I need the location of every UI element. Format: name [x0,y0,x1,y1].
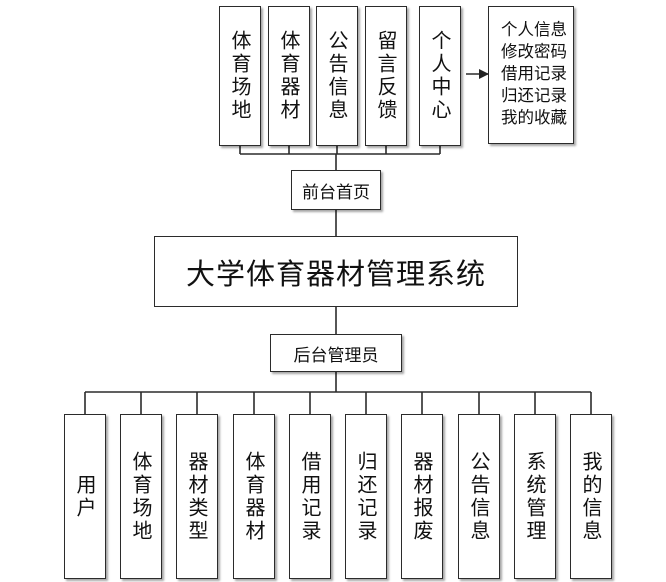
front-module-label: 个人中心 [428,30,452,122]
back-module-label: 用户 [73,473,97,520]
backend-admin-text: 后台管理员 [293,345,379,366]
front-module-label: 体育器材 [277,30,301,122]
personal-center-item: 个人信息 [501,20,567,39]
front-module-label: 公告信息 [325,30,349,122]
personal-center-item: 借用记录 [501,64,567,83]
personal-center-items: 个人信息 修改密码 借用记录 归还记录 我的收藏 [488,6,574,144]
personal-center-item: 我的收藏 [501,108,567,127]
personal-center-item: 修改密码 [501,42,567,61]
back-module-system-management: 系统管理 [514,414,556,579]
back-module-return-records: 归还记录 [345,414,387,579]
system-title-box: 大学体育器材管理系统 [154,236,518,307]
back-module-label: 归还记录 [354,450,378,543]
system-title: 大学体育器材管理系统 [185,256,486,291]
back-module-label: 器材报废 [410,450,434,543]
front-module-label: 留言反馈 [374,30,398,122]
back-module-label: 体育场地 [129,450,153,543]
front-module-feedback: 留言反馈 [365,6,407,146]
front-module-announcements: 公告信息 [316,6,358,146]
back-module-users: 用户 [64,414,106,579]
back-module-sports-venue: 体育场地 [120,414,162,579]
front-module-personal-center: 个人中心 [419,6,461,146]
front-module-sports-equipment: 体育器材 [268,6,310,146]
back-module-label: 系统管理 [523,450,547,543]
front-module-label: 体育场地 [228,30,252,122]
back-module-equipment-scrap: 器材报废 [401,414,443,579]
back-module-sports-equipment: 体育器材 [233,414,275,579]
front-home-label: 前台首页 [291,170,381,210]
front-module-sports-venue: 体育场地 [219,6,261,146]
backend-admin-label: 后台管理员 [270,334,402,372]
back-module-announcements: 公告信息 [458,414,500,579]
back-module-label: 借用记录 [298,450,322,543]
personal-center-item: 归还记录 [501,86,567,105]
back-module-my-info: 我的信息 [570,414,612,579]
back-module-equipment-type: 器材类型 [176,414,218,579]
back-module-label: 公告信息 [467,450,491,543]
back-module-label: 我的信息 [579,450,603,543]
back-module-label: 体育器材 [242,450,266,543]
back-module-label: 器材类型 [185,450,209,543]
front-home-text: 前台首页 [302,182,370,203]
back-module-borrow-records: 借用记录 [289,414,331,579]
